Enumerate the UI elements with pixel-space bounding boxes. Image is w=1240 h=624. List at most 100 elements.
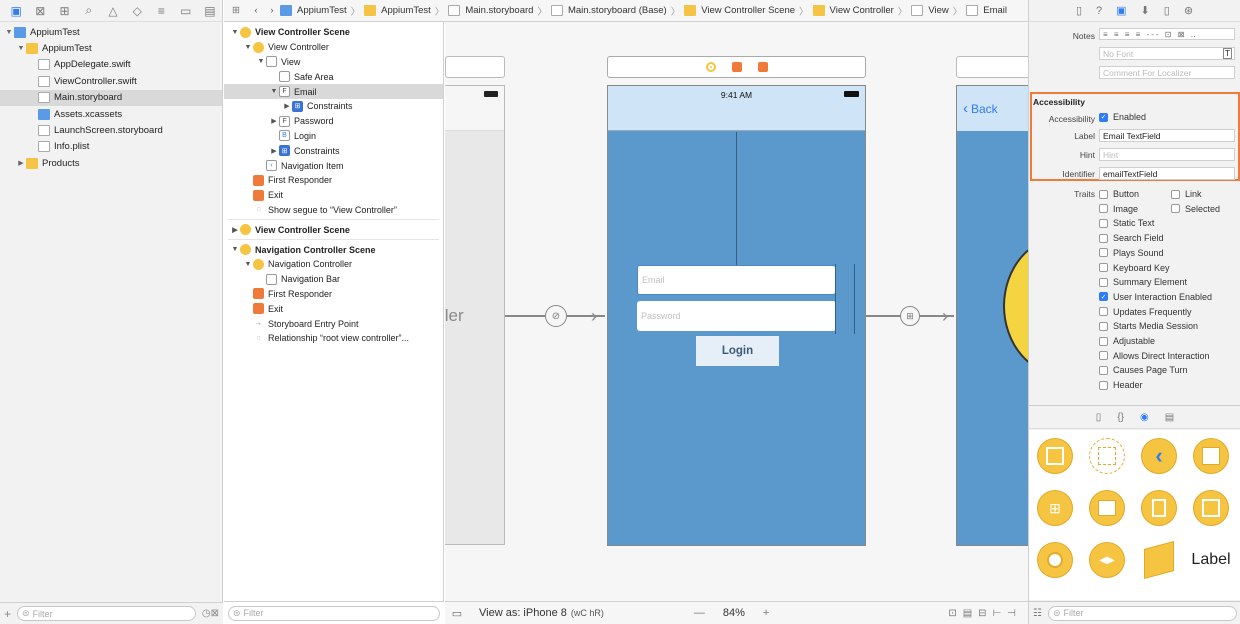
attributes-inspector-icon[interactable]: ⬇ (1140, 5, 1150, 17)
checkbox-icon[interactable]: ✓ (1099, 292, 1108, 302)
view-as[interactable]: View as: iPhone 8 (479, 607, 567, 619)
outline-item[interactable]: ‹Navigation Item (224, 158, 443, 173)
add-icon[interactable]: + (4, 606, 12, 621)
file-tree-item[interactable]: ViewController.swift (0, 73, 222, 89)
checkbox-icon[interactable] (1099, 277, 1108, 287)
file-tree-item[interactable]: LaunchScreen.storyboard (0, 122, 222, 138)
checkbox-icon[interactable] (1099, 380, 1108, 390)
folder-icon[interactable]: ▣ (10, 3, 22, 18)
library-item[interactable]: ‹ (1133, 430, 1185, 482)
breadcrumb-item[interactable]: AppiumTest (364, 5, 431, 16)
breadcrumb-item[interactable]: Main.storyboard (448, 5, 533, 16)
layout-icons[interactable]: ⊡▤⊟⊢⊣ (948, 607, 1022, 619)
outline-filter[interactable]: ⊜ Filter (228, 605, 440, 621)
trait-checkbox[interactable]: Keyboard Key (1099, 263, 1170, 273)
storyboard-canvas[interactable]: ller ⊘ › 9:41 AM Email Password Login ⊞ … (445, 22, 1028, 602)
hint-field[interactable]: Hint (1099, 148, 1235, 161)
login-button[interactable]: Login (696, 336, 779, 366)
relationship-segue-icon[interactable]: ⊞ (900, 306, 920, 326)
outline-item[interactable]: ▼Navigation Controller (224, 257, 443, 272)
trait-checkbox[interactable]: Summary Element (1099, 277, 1187, 287)
disclosure-triangle-icon[interactable]: ▶ (284, 103, 290, 111)
trait-checkbox[interactable]: Selected (1171, 204, 1220, 214)
disclosure-triangle-icon[interactable]: ▼ (17, 45, 25, 53)
notes-toolbar[interactable]: ≡ ≡ ≡ ≡ --- ⊡ ⊠ ‥ (1099, 28, 1235, 40)
breakpoint-icon[interactable]: ▭ (179, 3, 192, 18)
list-view-icon[interactable]: ☷ (1033, 607, 1042, 619)
outline-item[interactable]: ▶⊞Constraints (224, 99, 443, 114)
trait-checkbox[interactable]: Plays Sound (1099, 248, 1164, 258)
navigator-filter[interactable]: ⊜ Filter (17, 606, 196, 621)
first-responder-icon[interactable] (731, 62, 742, 72)
file-template-icon[interactable]: ▯ (1095, 411, 1102, 423)
disclosure-triangle-icon[interactable]: ▼ (270, 88, 278, 96)
source-control-icon[interactable]: ⊠ (35, 3, 46, 18)
library-item[interactable] (1081, 482, 1133, 534)
recent-icon[interactable]: ◷⊠ (201, 608, 219, 619)
outline-item[interactable]: Safe Area (224, 69, 443, 84)
connections-inspector-icon[interactable]: ⊛ (1183, 5, 1194, 17)
trait-checkbox[interactable]: Causes Page Turn (1099, 365, 1188, 375)
file-tree-item[interactable]: Main.storyboard (0, 89, 222, 106)
file-tree-item[interactable]: ▼AppiumTest (0, 40, 222, 56)
accessibility-enabled-checkbox[interactable]: ✓Enabled (1099, 112, 1147, 122)
outline-item[interactable]: Navigation Bar (224, 272, 443, 287)
disclosure-triangle-icon[interactable]: ▼ (244, 260, 252, 268)
help-icon[interactable]: ? (1096, 4, 1103, 17)
left-scene[interactable]: ller (445, 85, 505, 545)
disclosure-triangle-icon[interactable]: ▼ (5, 28, 13, 36)
outline-item[interactable]: First Responder (224, 287, 443, 302)
font-field[interactable]: No Font T (1099, 47, 1235, 60)
warning-icon[interactable]: △ (108, 3, 118, 18)
trait-checkbox[interactable]: Button (1099, 189, 1139, 199)
file-tree-item[interactable]: ▶Products (0, 155, 222, 171)
disclosure-triangle-icon[interactable]: ▼ (231, 246, 239, 254)
sidebar-toggle-icon[interactable]: ▭ (451, 607, 463, 620)
outline-item[interactable]: ◌Relationship “root view controller”... (224, 331, 443, 346)
trait-checkbox[interactable]: ✓User Interaction Enabled (1099, 292, 1212, 302)
breadcrumb-item[interactable]: View (911, 5, 949, 16)
disclosure-triangle-icon[interactable]: ▼ (231, 28, 239, 36)
checkbox-icon[interactable] (1099, 204, 1108, 214)
trait-checkbox[interactable]: Updates Frequently (1099, 307, 1192, 317)
checkbox-icon[interactable] (1099, 218, 1108, 228)
library-item[interactable] (1029, 534, 1081, 586)
email-textfield[interactable]: Email (637, 265, 836, 295)
comment-field[interactable]: Comment For Localizer (1099, 66, 1235, 79)
disclosure-triangle-icon[interactable]: ▶ (271, 147, 277, 155)
breadcrumb-item[interactable]: Email (966, 5, 1007, 16)
checkbox-icon[interactable] (1099, 321, 1108, 331)
identity-inspector-icon[interactable]: ▣ (1116, 5, 1127, 17)
trait-checkbox[interactable]: Link (1171, 189, 1202, 199)
disclosure-triangle-icon[interactable]: ▶ (18, 160, 24, 168)
outline-item[interactable]: ◌Show segue to “View Controller” (224, 203, 443, 218)
checkmark-icon[interactable]: ✓ (1099, 112, 1108, 122)
object-library-icon[interactable]: ◉ (1140, 411, 1149, 423)
breadcrumb-item[interactable]: View Controller Scene (684, 5, 795, 16)
outline-item[interactable]: ▼View Controller Scene (224, 25, 443, 40)
font-picker-icon[interactable]: T (1223, 48, 1232, 59)
forward-arrow-icon[interactable]: › (270, 5, 274, 16)
outline-item[interactable]: First Responder (224, 173, 443, 188)
outline-item[interactable]: ▶View Controller Scene (224, 222, 443, 237)
test-icon[interactable]: ◇ (132, 3, 142, 18)
outline-item[interactable]: Exit (224, 301, 443, 316)
media-library-icon[interactable]: ▤ (1164, 411, 1175, 423)
checkbox-icon[interactable] (1099, 233, 1108, 243)
zoom-out-button[interactable]: — (693, 607, 705, 619)
checkbox-icon[interactable] (1099, 351, 1108, 361)
library-item[interactable] (1029, 430, 1081, 482)
disclosure-triangle-icon[interactable]: ▼ (257, 58, 265, 66)
disclosure-triangle-icon[interactable]: ▶ (232, 226, 238, 234)
trait-checkbox[interactable]: Allows Direct Interaction (1099, 351, 1210, 361)
breadcrumb-item[interactable]: Main.storyboard (Base) (550, 5, 667, 16)
outline-item[interactable]: ▼Navigation Controller Scene (224, 242, 443, 257)
checkbox-icon[interactable] (1099, 365, 1108, 375)
search-icon[interactable]: ⌕ (85, 3, 93, 17)
outline-item[interactable]: Exit (224, 188, 443, 203)
file-tree-item[interactable]: AppDelegate.swift (0, 57, 222, 73)
right-scene[interactable]: ‹ Back (956, 85, 1028, 546)
